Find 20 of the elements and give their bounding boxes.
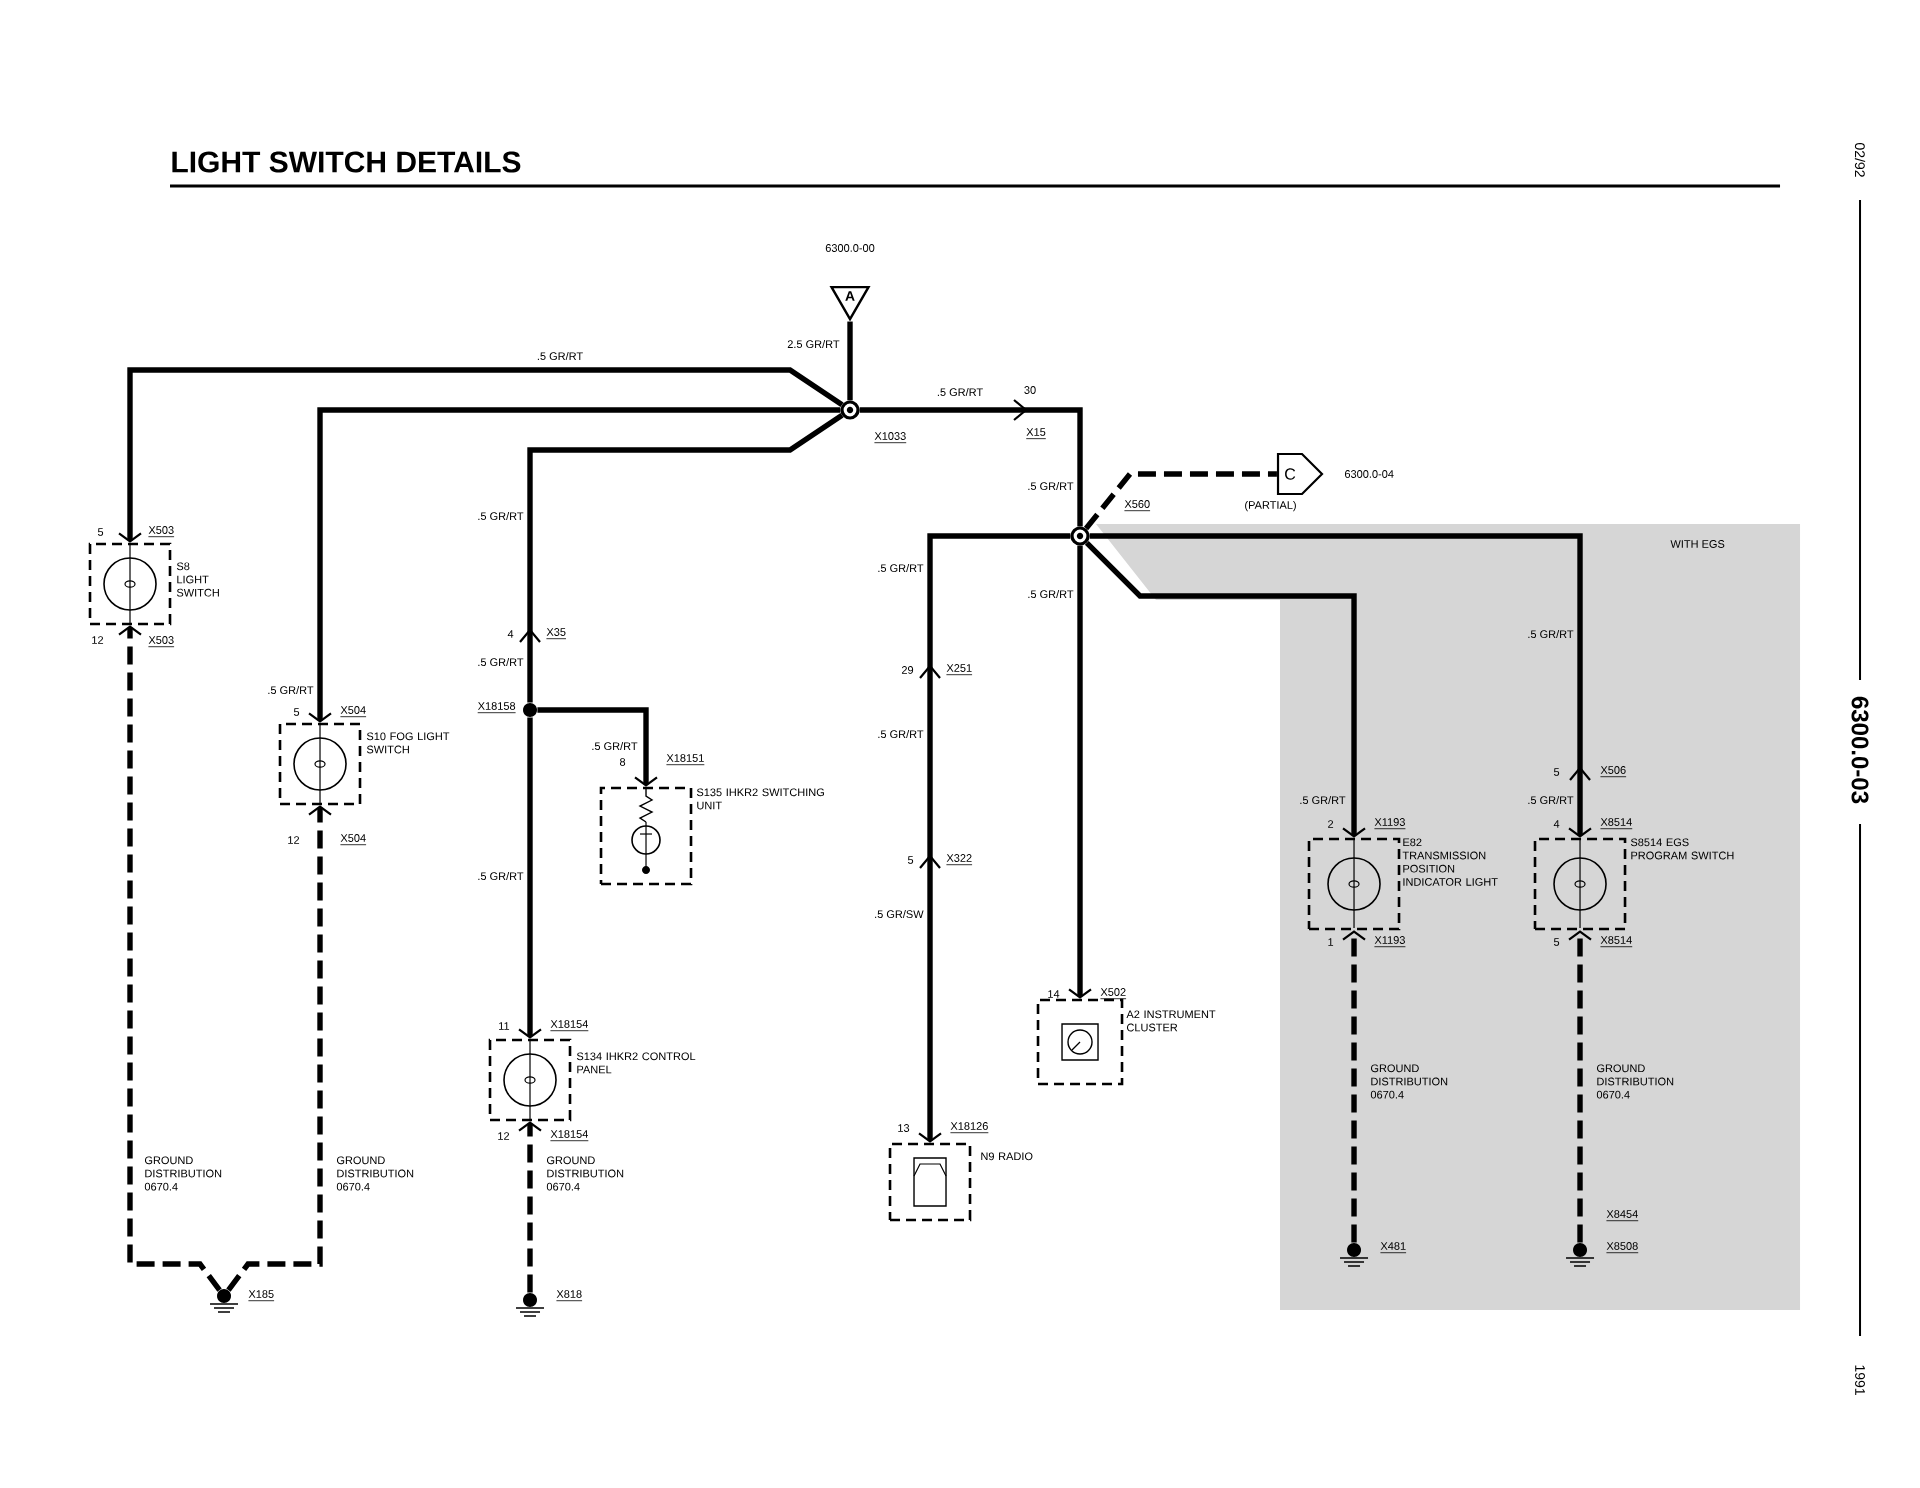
wire [1568, 930, 1592, 1243]
wire [1068, 545, 1092, 999]
wire [118, 625, 222, 1292]
wire [1089, 533, 1592, 838]
wire [226, 805, 332, 1292]
wire [518, 717, 542, 1039]
wire [519, 413, 844, 703]
wire [537, 707, 658, 787]
wire [859, 399, 1083, 527]
wire [918, 533, 1071, 1143]
connector-pointer: C [1276, 452, 1324, 496]
wire [1084, 540, 1366, 838]
wire [118, 367, 844, 543]
wire [1342, 930, 1366, 1243]
wire [518, 1121, 542, 1293]
wire [847, 321, 853, 401]
title: LIGHT SWITCH DETAILS [172, 151, 521, 173]
wire [1083, 471, 1277, 531]
page-note: 6300.0-03 [1851, 696, 1869, 804]
wire [308, 407, 841, 723]
